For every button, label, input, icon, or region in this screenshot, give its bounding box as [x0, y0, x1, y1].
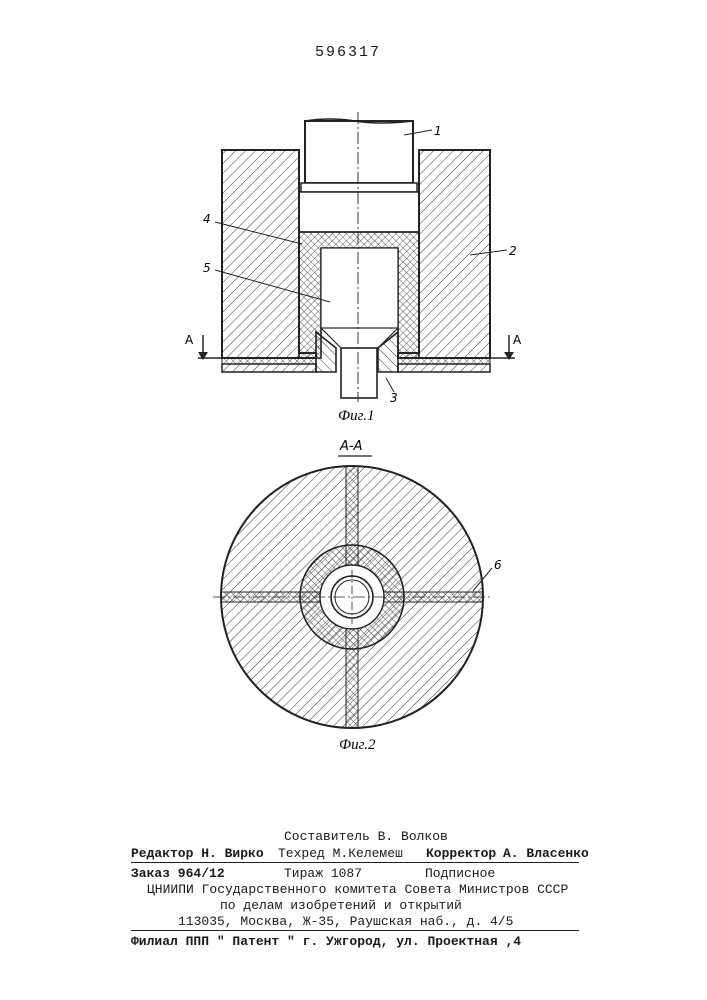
- die-insert-part-3: [316, 328, 398, 398]
- label-4: 4: [203, 212, 211, 226]
- address-line: 113035, Москва, Ж-35, Раушская наб., д. …: [178, 914, 513, 929]
- section-label-right: A: [513, 333, 522, 347]
- branch-line: Филиал ППП " Патент " г. Ужгород, ул. Пр…: [131, 934, 521, 949]
- corrector-name: А. Власенко: [503, 846, 589, 861]
- cavity-part-5: [321, 248, 398, 328]
- label-5: 5: [203, 261, 211, 275]
- figure-2-cross-section: [213, 466, 492, 728]
- section-title: A-A: [339, 439, 362, 454]
- label-6: 6: [494, 558, 502, 572]
- figure-1-caption: Фиг.1: [338, 408, 374, 424]
- order-line: Заказ 964/12: [131, 866, 225, 881]
- label-3: 3: [390, 391, 398, 405]
- corrector-label: Корректор: [426, 846, 496, 861]
- compiler-line: Составитель В. Волков: [284, 829, 448, 844]
- techred-line: Техред М.Келемеш: [278, 846, 403, 861]
- editor-line: Редактор Н. Вирко: [131, 846, 264, 861]
- imprint-divider-top: [131, 862, 579, 863]
- figure-1-section-view: 1 2 3 4 5 A A: [185, 112, 522, 405]
- section-label-left: A: [185, 333, 194, 347]
- subscription-line: Подписное: [425, 866, 495, 881]
- figure-2-caption: Фиг.2: [339, 737, 376, 753]
- label-2: 2: [509, 244, 517, 258]
- circulation-line: Тираж 1087: [284, 866, 362, 881]
- imprint-divider-bottom: [131, 930, 579, 931]
- label-1: 1: [434, 124, 442, 138]
- org-line-1: ЦНИИПИ Государственного комитета Совета …: [147, 882, 568, 897]
- rod-part-1: [299, 119, 419, 232]
- org-line-2: по делам изобретений и открытий: [220, 898, 462, 913]
